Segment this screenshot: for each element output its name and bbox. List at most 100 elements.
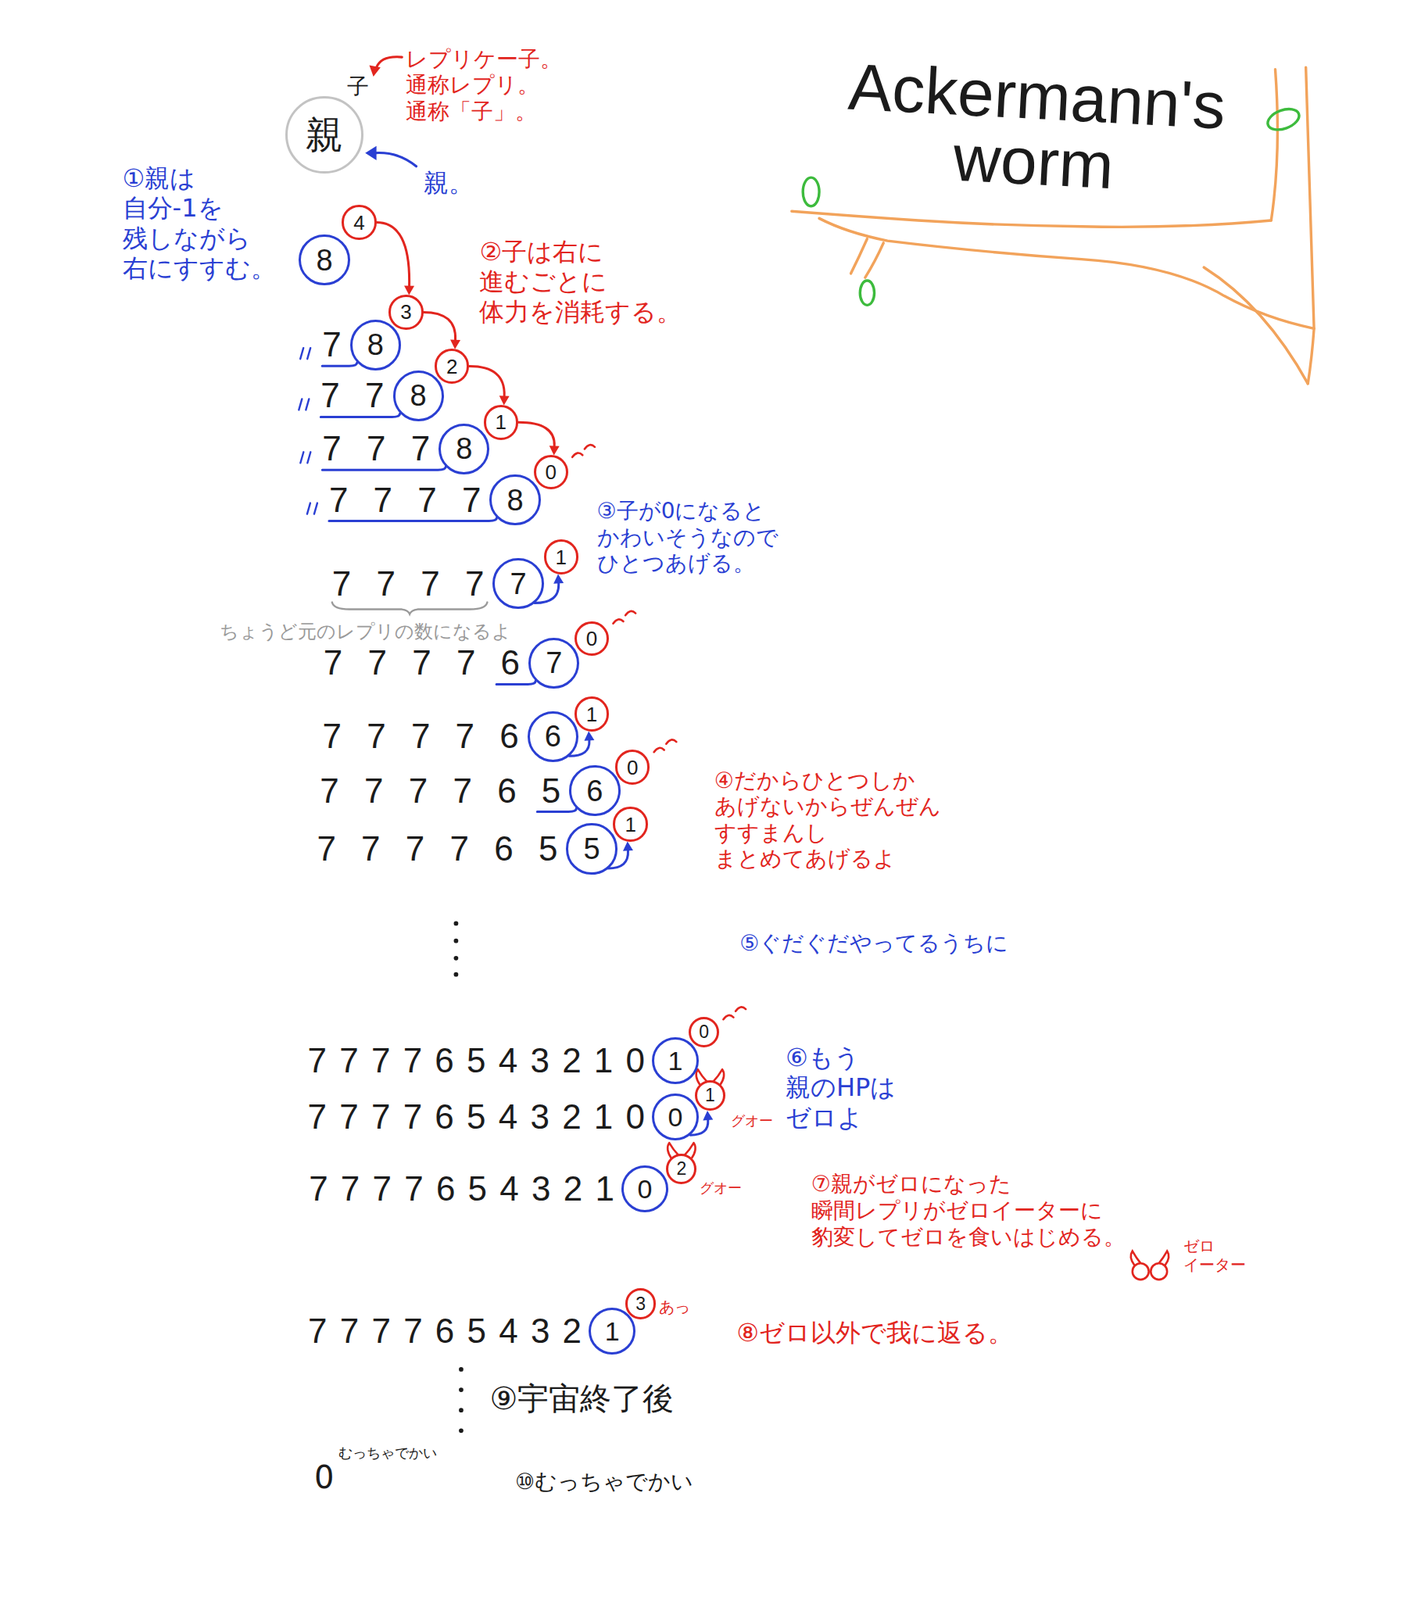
parent-hp-circle: 7 [492,558,544,609]
row-underline [496,680,536,684]
twig [865,243,884,278]
parent-hp-circle: 8 [298,234,350,286]
row-digits: 7 7 7 7 6 5 4 3 2 1 0 [307,1043,647,1078]
dot [458,1367,464,1372]
annotation: 親。 [423,168,474,198]
node-number: 1 [495,411,507,433]
branch-bottom [819,218,1314,329]
node-number: 1 [705,1086,716,1105]
node-number: 5 [583,834,600,864]
row-digits: 7 7 7 7 6 [322,719,523,754]
step-note: ⑩むっちゃでかい [515,1468,694,1496]
leader-line [373,153,417,167]
node-number: 1 [604,1317,620,1345]
sound-effect: グオー [730,1112,774,1130]
child-hp-circle: 0 [688,1016,720,1048]
row-digits: 7 7 7 7 6 5 4 3 2 1 [308,1171,616,1207]
trunk [1270,69,1278,221]
node-number: 6 [544,721,562,752]
connector [518,422,560,455]
leaf [859,280,874,305]
step-note: ②子は右に 進むごとに 体力を消耗する。 [479,236,682,327]
squiggle [572,444,595,458]
child-hp-circle: 0 [533,454,569,490]
arrowhead [583,730,595,741]
squiggle [654,739,677,752]
connector-line [423,311,456,340]
row-underline [322,362,358,366]
row-digits: 7 7 7 [322,431,434,466]
diagram-title: Ackermann's worm [843,53,1228,205]
leaf [802,177,820,207]
root [1203,267,1308,384]
node-number: 6 [586,776,603,806]
arrowhead [450,339,461,349]
node-number: 1 [668,1047,684,1074]
node-number: 3 [400,301,412,323]
node-number: 1 [586,704,598,725]
child-hp-circle: 4 [341,204,376,240]
arrowhead [702,1110,713,1121]
twig [851,238,868,273]
node-number: 1 [624,814,636,835]
grouping-brace [332,602,488,615]
node-number: 0 [626,757,638,778]
step-note: ④だからひとつしか あげないからぜんぜん すすまんし まとめてあげるよ [714,767,942,873]
node-number: 0 [668,1103,684,1131]
row-digits: 7 [322,327,344,362]
parent-hp-circle: 8 [350,319,401,371]
trunk [1306,67,1314,384]
squiggle [723,1006,746,1020]
step-note: ⑥もう 親のHPは ゼロよ [785,1042,896,1133]
dot [454,955,459,961]
row-digits: 7 7 7 7 [332,566,488,602]
node-number: 8 [507,485,524,516]
horn [1159,1251,1170,1266]
ditto-mark [298,398,309,410]
leader-line [376,57,403,68]
parent-hp-circle: 8 [393,370,444,422]
row-digits: 7 7 7 7 6 5 [316,831,561,867]
child-hp-circle: 2 [665,1153,697,1185]
row-underline [322,466,446,470]
annotation: レプリケー子。 通称レプリ。 通称「子」。 [405,46,563,126]
step-note: ⑤ぐだぐだやってるうちに [739,930,1009,957]
child-hp-circle: 0 [574,621,609,656]
icon-body [1150,1263,1167,1280]
child-hp-circle: 1 [544,539,579,574]
horn [1131,1251,1142,1266]
step-note: ⑨宇宙終了後 [489,1379,674,1418]
step-note: ⑧ゼロ以外で我に返る。 [736,1317,1014,1348]
parent-hp-circle: 6 [569,765,620,817]
row-digits: 7 7 7 7 6 5 4 3 2 1 0 [307,1099,647,1135]
step-note: ①親は 自分-1を 残しながら 右にすすむ。 [122,163,276,284]
node-number: 1 [555,547,567,568]
zero-eater-icon [1131,1251,1170,1281]
node-number: 0 [698,1023,709,1042]
node-number: 親 [305,115,344,154]
sound-effect: グオー [699,1179,742,1197]
connector [376,222,415,296]
icon-caption: ゼロ イーター [1183,1236,1246,1275]
parent-hp-circle: 0 [651,1093,699,1141]
child-hp-circle: 3 [625,1288,656,1319]
parent-hp-circle: 5 [565,823,617,874]
node-number: 0 [586,628,598,649]
parent-hp-circle: 1 [651,1037,699,1085]
child-hp-circle: 0 [615,749,650,784]
node-number: 3 [635,1295,646,1314]
leaf [1264,105,1302,134]
connector-line [376,222,410,287]
node-number: 8 [367,329,384,360]
node-number: 4 [353,212,365,233]
child-hp-circle: 2 [434,348,469,384]
row-digits: 7 7 7 7 6 [323,645,523,681]
squiggle [612,611,636,624]
icon-body [1132,1263,1150,1280]
dot [454,972,459,978]
node-caption: 子 [347,73,369,101]
big-number: 0 [314,1458,334,1497]
parent-hp-circle: 1 [588,1307,636,1355]
child-hp-circle: 1 [483,404,519,440]
